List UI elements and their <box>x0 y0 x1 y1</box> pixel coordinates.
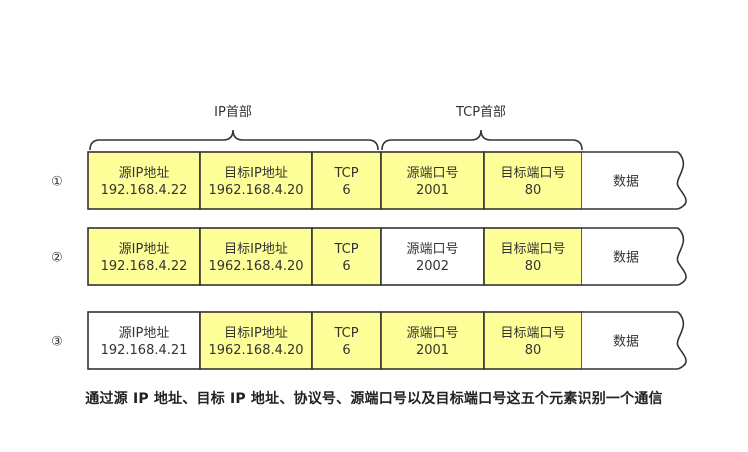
header-field <box>87 151 201 210</box>
header-field <box>199 311 313 370</box>
tcp-header-bracket <box>381 129 583 151</box>
header-field <box>380 311 485 370</box>
field-value: 192.168.4.22 <box>101 183 188 198</box>
payload-label: 数据 <box>613 335 639 350</box>
payload-wave-edge <box>676 227 687 286</box>
field-name: 目标端口号 <box>500 242 565 257</box>
header-field <box>483 151 583 210</box>
packet-row: ② 源IP地址 192.168.4.22 目标IP地址 1962.168.4.20 TCP… <box>51 227 687 286</box>
field-value: 6 <box>342 183 350 198</box>
field-name: 源端口号 <box>406 326 458 341</box>
field-name: TCP <box>333 242 358 257</box>
field-name: 目标端口号 <box>500 166 565 181</box>
field-name: 源IP地址 <box>119 166 170 181</box>
field-value: 192.168.4.21 <box>101 343 188 358</box>
field-value: 80 <box>525 343 542 358</box>
header-field <box>311 227 382 286</box>
field-value: 1962.168.4.20 <box>208 259 303 274</box>
row-marker: ② <box>51 251 63 266</box>
ip-header-bracket <box>89 129 379 151</box>
header-field <box>199 151 313 210</box>
header-field <box>483 311 583 370</box>
header-field <box>199 227 313 286</box>
payload-field <box>582 312 687 369</box>
field-name: 源IP地址 <box>119 242 170 257</box>
header-field <box>87 227 201 286</box>
payload-wave-edge <box>676 311 687 370</box>
field-name: TCP <box>333 326 358 341</box>
tcp-header-label: TCP首部 <box>455 105 506 120</box>
payload-field <box>582 228 687 285</box>
field-value: 192.168.4.22 <box>101 259 188 274</box>
header-field <box>311 151 382 210</box>
field-name: 源端口号 <box>406 166 458 181</box>
diagram-caption: 通过源 IP 地址、目标 IP 地址、协议号、源端口号以及目标端口号这五个元素识… <box>85 391 663 407</box>
field-value: 80 <box>525 259 542 274</box>
row-marker: ① <box>51 175 63 190</box>
packet-row: ③ 源IP地址 192.168.4.21 目标IP地址 1962.168.4.20 TCP… <box>51 311 687 370</box>
field-name: TCP <box>333 166 358 181</box>
field-name: 目标IP地址 <box>224 242 288 257</box>
field-value: 2002 <box>416 259 449 274</box>
field-name: 源端口号 <box>406 242 458 257</box>
row-marker: ③ <box>51 335 63 350</box>
payload-field <box>582 152 687 209</box>
field-value: 80 <box>525 183 542 198</box>
field-name: 目标IP地址 <box>224 166 288 181</box>
field-name: 目标端口号 <box>500 326 565 341</box>
field-value: 2001 <box>416 183 449 198</box>
header-field <box>380 227 485 286</box>
field-value: 6 <box>342 343 350 358</box>
packet-row: ① 源IP地址 192.168.4.22 目标IP地址 1962.168.4.20 TCP… <box>51 151 687 210</box>
payload-label: 数据 <box>613 251 639 266</box>
payload-label: 数据 <box>613 175 639 190</box>
payload-wave-edge <box>676 151 687 210</box>
field-value: 6 <box>342 259 350 274</box>
packet-rows: ①源IP地址192.168.4.22目标IP地址1962.168.4.20TCP… <box>51 151 687 370</box>
field-value: 1962.168.4.20 <box>208 183 303 198</box>
field-name: 源IP地址 <box>119 326 170 341</box>
field-value: 2001 <box>416 343 449 358</box>
field-value: 1962.168.4.20 <box>208 343 303 358</box>
field-name: 目标IP地址 <box>224 326 288 341</box>
header-field <box>483 227 583 286</box>
ip-header-label: IP首部 <box>214 105 252 120</box>
